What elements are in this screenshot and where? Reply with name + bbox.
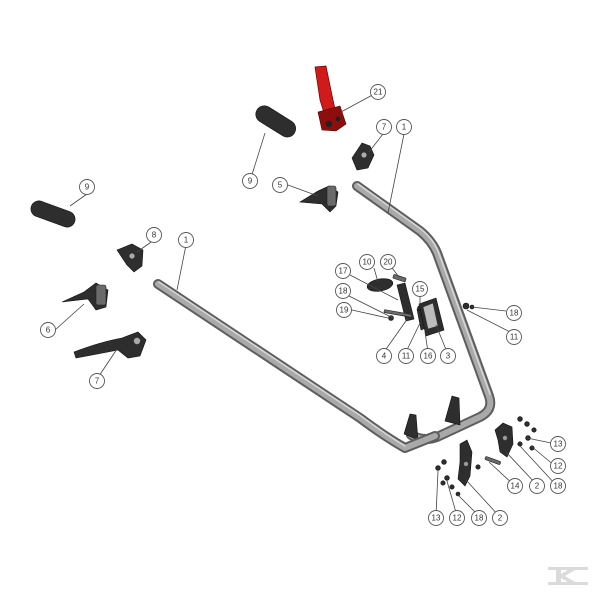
svg-text:3: 3 [446, 352, 451, 361]
control-lever-red [314, 65, 347, 132]
callout-1-left-tube: 1 [178, 232, 194, 248]
svg-text:11: 11 [510, 333, 519, 342]
callout-12-right: 12 [550, 458, 566, 474]
callout-15: 15 [412, 281, 428, 297]
fasteners-lower-right [517, 416, 537, 451]
callout-7-lower: 7 [89, 373, 105, 389]
svg-text:1: 1 [184, 236, 189, 245]
bracket-upper-right [351, 142, 375, 171]
svg-text:4: 4 [382, 352, 387, 361]
callouts: 21 9 7 1 5 9 8 1 10 20 17 18 15 19 18 11… [40, 84, 566, 526]
handle-grip-upper [255, 105, 296, 138]
svg-text:12: 12 [554, 462, 563, 471]
callout-19: 19 [336, 302, 352, 318]
callout-21: 21 [370, 84, 386, 100]
callout-13-lower: 13 [428, 510, 444, 526]
callout-13-right: 13 [550, 436, 566, 452]
callout-4: 4 [376, 348, 392, 364]
svg-text:1: 1 [402, 123, 407, 132]
svg-text:9: 9 [85, 183, 90, 192]
callout-11-cluster: 11 [398, 348, 414, 364]
svg-text:18: 18 [475, 514, 484, 523]
svg-text:2: 2 [498, 514, 503, 523]
svg-text:19: 19 [340, 306, 349, 315]
left-lower-handle-tube [153, 279, 440, 453]
callout-11-right: 11 [506, 329, 522, 345]
svg-text:6: 6 [46, 326, 51, 335]
svg-text:9: 9 [248, 177, 253, 186]
lever-clamp [299, 185, 339, 213]
callout-10: 10 [359, 254, 375, 270]
callout-18-lower-right: 18 [550, 478, 566, 494]
callout-6: 6 [40, 322, 56, 338]
svg-text:10: 10 [363, 258, 372, 267]
callout-2-right: 2 [529, 478, 545, 494]
svg-text:12: 12 [453, 514, 462, 523]
callout-18-lower: 18 [471, 510, 487, 526]
svg-text:13: 13 [554, 440, 563, 449]
right-side-fasteners [462, 302, 475, 310]
svg-text:17: 17 [339, 267, 348, 276]
wheel-bracket-right [494, 422, 514, 458]
brand-logo-watermark [548, 567, 588, 585]
callout-18-right: 18 [506, 305, 522, 321]
callout-14: 14 [507, 478, 523, 494]
cable-clamp [116, 243, 144, 273]
fasteners-lower-left [435, 456, 501, 497]
lever-clamp-left [61, 282, 109, 311]
callout-9-left: 9 [79, 179, 95, 195]
svg-text:21: 21 [374, 88, 383, 97]
callout-3: 3 [440, 348, 456, 364]
handle-grip-left [30, 200, 76, 228]
svg-text:18: 18 [510, 309, 519, 318]
svg-text:14: 14 [511, 482, 520, 491]
svg-text:2: 2 [535, 482, 540, 491]
callout-7-upper: 7 [376, 119, 392, 135]
callout-2-lower: 2 [492, 510, 508, 526]
hardware-cluster [366, 274, 445, 337]
callout-16: 16 [420, 348, 436, 364]
callout-5: 5 [272, 177, 288, 193]
callout-12-lower: 12 [449, 510, 465, 526]
leader-lines [54, 91, 557, 517]
svg-text:8: 8 [152, 231, 157, 240]
callout-18-cluster: 18 [335, 283, 351, 299]
callout-17: 17 [335, 263, 351, 279]
wheel-bracket-left [457, 439, 473, 487]
svg-text:5: 5 [278, 181, 283, 190]
throttle-lever [73, 331, 147, 359]
svg-text:20: 20 [384, 258, 393, 267]
callout-9-upper: 9 [242, 173, 258, 189]
callout-1-right-tube: 1 [396, 119, 412, 135]
svg-text:7: 7 [382, 123, 387, 132]
callout-8: 8 [146, 227, 162, 243]
svg-text:18: 18 [339, 287, 348, 296]
svg-text:15: 15 [416, 285, 425, 294]
svg-text:13: 13 [432, 514, 441, 523]
svg-text:7: 7 [95, 377, 100, 386]
callout-20: 20 [380, 254, 396, 270]
svg-text:18: 18 [554, 482, 563, 491]
svg-text:11: 11 [402, 352, 411, 361]
svg-text:16: 16 [424, 352, 433, 361]
